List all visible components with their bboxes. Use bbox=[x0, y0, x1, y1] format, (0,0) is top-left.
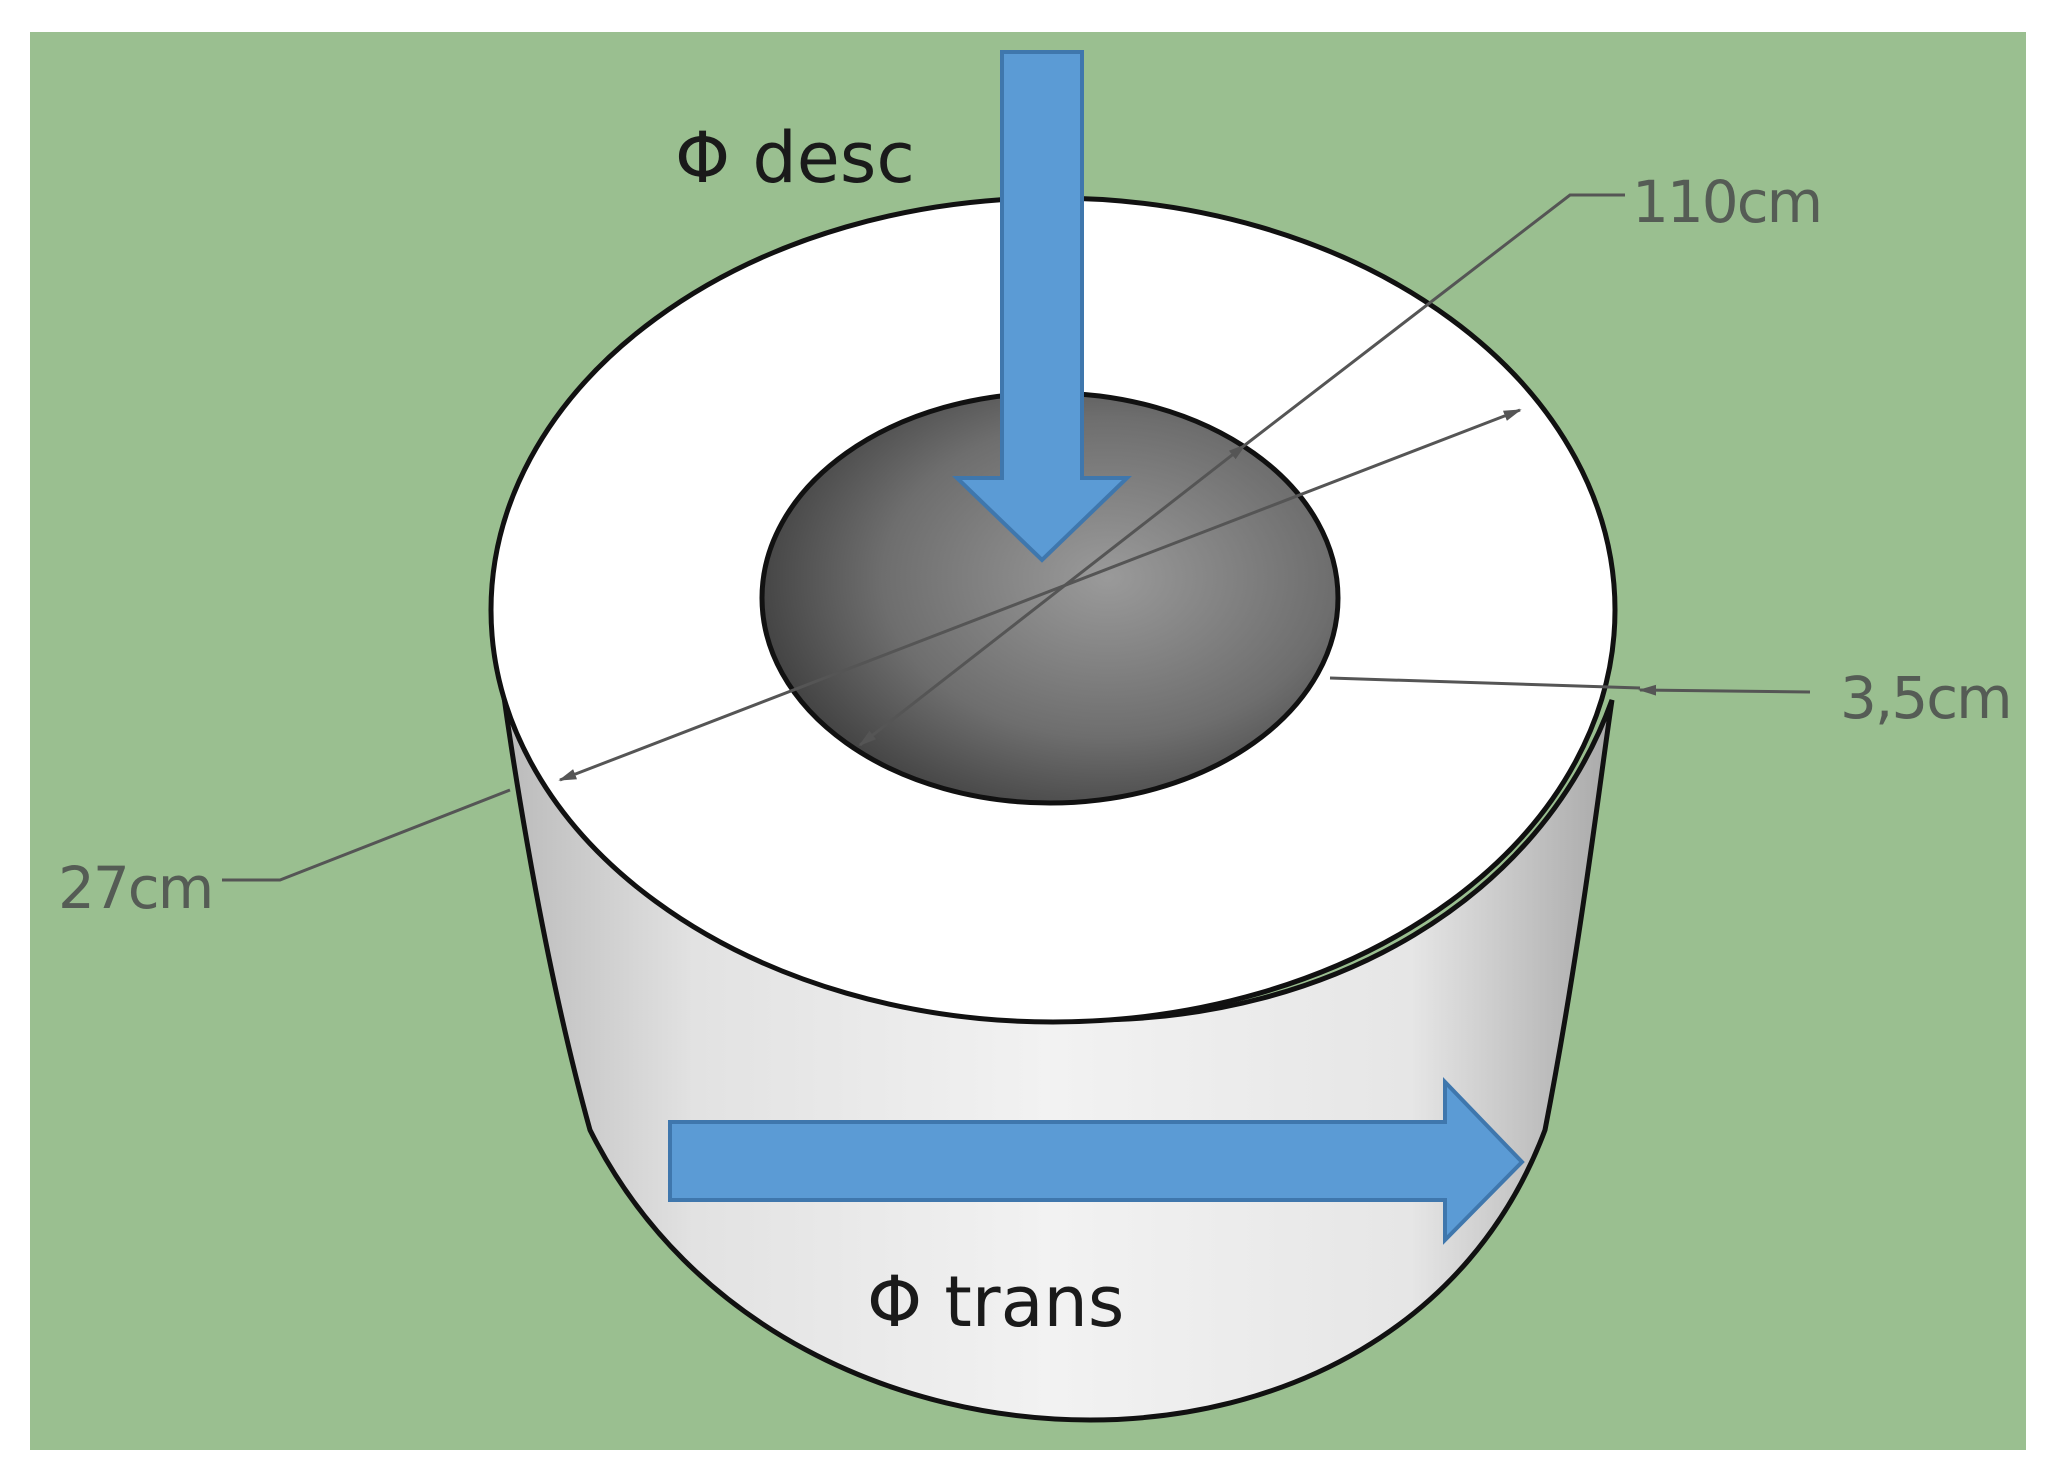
dim-thickness-label: 3,5cm bbox=[1840, 664, 2011, 732]
leader-110cm bbox=[1244, 193, 1625, 447]
dim-inner-line bbox=[858, 443, 1247, 747]
dimension-lines bbox=[222, 193, 1811, 882]
dim-thickness-line bbox=[1329, 676, 1641, 690]
dim-outer-label: 110cm bbox=[1632, 168, 1821, 236]
flux-trans-arrow bbox=[668, 1077, 1525, 1245]
dim-inner-label: 27cm bbox=[58, 854, 212, 922]
flux-desc-label: Φ desc bbox=[675, 117, 915, 199]
flux-trans-label: Φ trans bbox=[867, 1261, 1124, 1343]
flux-desc-arrow bbox=[952, 50, 1132, 563]
leader-27cm bbox=[222, 788, 511, 882]
leader-3-5cm bbox=[1638, 684, 1811, 696]
